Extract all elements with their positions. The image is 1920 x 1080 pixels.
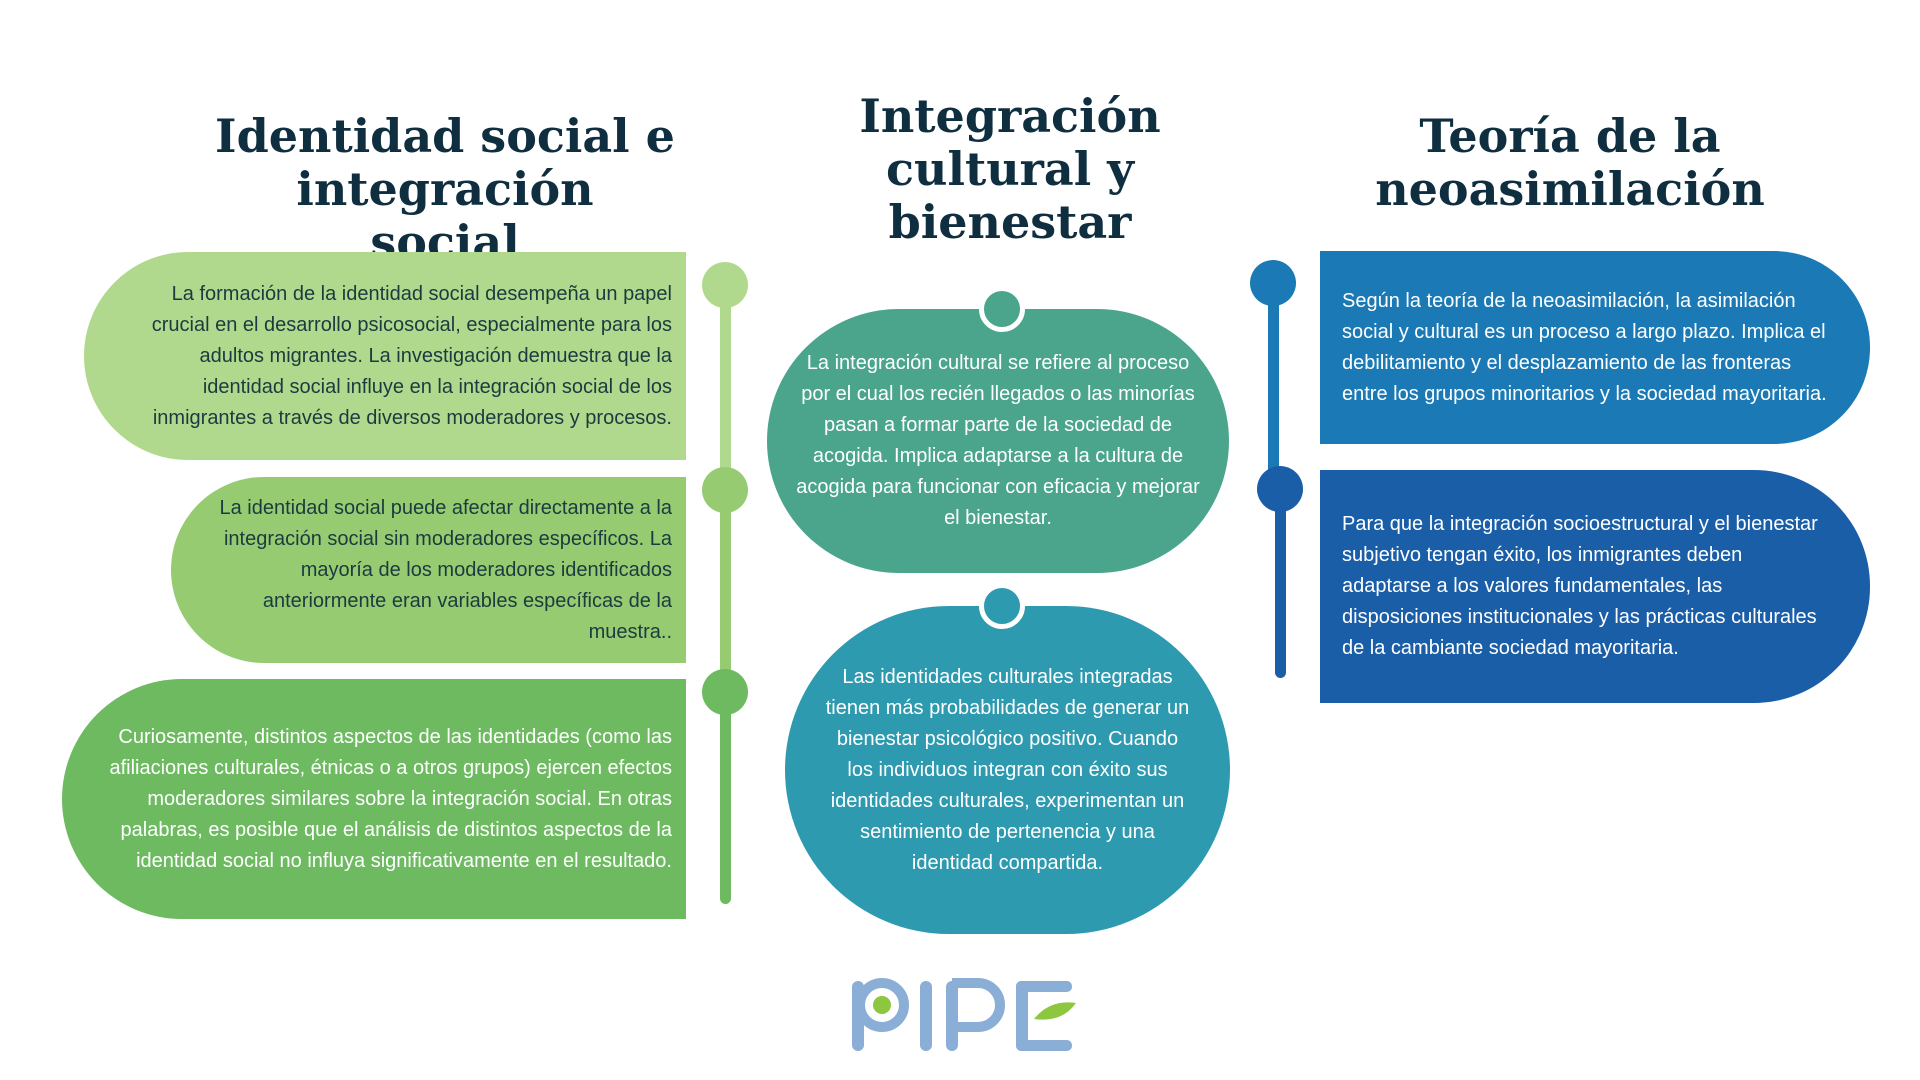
left-timeline-dot-1	[702, 262, 748, 308]
left-card-3: Curiosamente, distintos aspectos de las …	[62, 679, 686, 919]
pipe-logo	[852, 978, 1076, 1051]
right-card-2: Para que la integración socioestructural…	[1320, 470, 1870, 703]
logo-letter-p1	[852, 978, 909, 1051]
middle-card-1: La integración cultural se refiere al pr…	[767, 309, 1229, 573]
right-card-1-text: Según la teoría de la neoasimilación, la…	[1342, 289, 1827, 405]
left-card-1: La formación de la identidad social dese…	[84, 252, 686, 460]
logo-letter-e	[1016, 981, 1076, 1051]
logo-leaf-dot-icon	[873, 996, 891, 1014]
left-rail-segment-2	[720, 490, 731, 690]
right-rail-segment-2	[1275, 488, 1286, 678]
left-card-2-text: La identidad social puede afectar direct…	[219, 496, 672, 643]
left-timeline-dot-3	[702, 669, 748, 715]
right-timeline-dot-2	[1257, 466, 1303, 512]
left-card-2: La identidad social puede afectar direct…	[171, 477, 686, 663]
middle-card-1-text: La integración cultural se refiere al pr…	[796, 352, 1200, 529]
heading-neoassimilation: Teoría de la neoasimilación	[1375, 109, 1765, 216]
logo-letter-p2	[946, 978, 1005, 1051]
right-rail-segment-1	[1268, 282, 1279, 482]
middle-card-1-dot	[979, 286, 1025, 332]
left-rail-segment-3	[720, 692, 731, 904]
right-card-1: Según la teoría de la neoasimilación, la…	[1320, 251, 1870, 444]
middle-card-2-text: Las identidades culturales integradas ti…	[825, 665, 1190, 874]
heading-social-identity: Identidad social e integración social	[215, 109, 675, 269]
logo-letter-i	[920, 981, 932, 1051]
left-rail-segment-1	[720, 285, 731, 485]
right-timeline-dot-1	[1250, 260, 1296, 306]
left-timeline-dot-2	[702, 467, 748, 513]
logo-leaf-icon	[1034, 1002, 1076, 1020]
middle-card-2: Las identidades culturales integradas ti…	[785, 606, 1230, 934]
right-card-2-text: Para que la integración socioestructural…	[1342, 513, 1818, 659]
middle-card-2-dot	[979, 583, 1025, 629]
left-card-3-text: Curiosamente, distintos aspectos de las …	[109, 725, 672, 872]
left-card-1-text: La formación de la identidad social dese…	[151, 282, 672, 429]
heading-cultural-integration: Integración cultural y bienestar	[859, 89, 1161, 249]
